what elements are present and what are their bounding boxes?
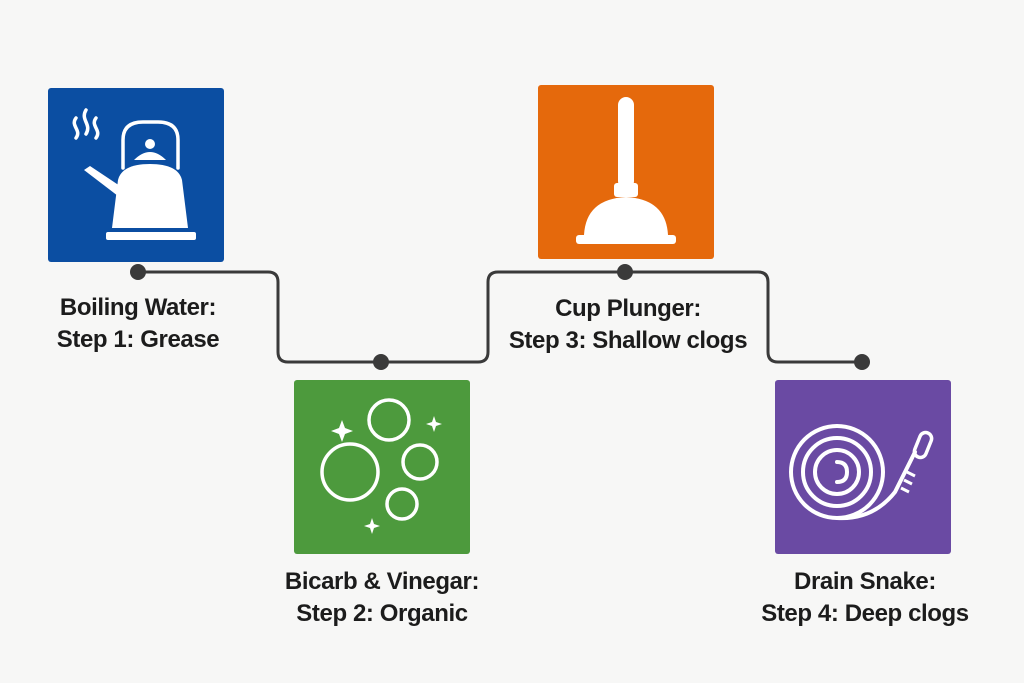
step-1-subtitle: Step 1: Grease [56, 326, 220, 353]
step-4-title: Drain Snake: [794, 568, 936, 595]
connector-node-4 [854, 354, 870, 370]
bubbles-icon [320, 398, 442, 534]
connector-node-3 [617, 264, 633, 280]
step-3-subtitle: Step 3: Shallow clogs [508, 327, 748, 354]
plunger-icon [576, 97, 676, 244]
step-2-label: Bicarb & Vinegar: Step 2: Organic [232, 566, 532, 630]
step-4-label: Drain Snake: Step 4: Deep clogs [715, 566, 1015, 630]
step-2-subtitle: Step 2: Organic [296, 600, 468, 627]
drain-snake-icon [789, 424, 934, 521]
step-3-title: Cup Plunger: [555, 295, 701, 322]
step-1-label: Boiling Water: Step 1: Grease [0, 292, 288, 356]
step-2-tile [294, 380, 470, 554]
step-4-tile [775, 380, 951, 554]
step-1-tile [48, 88, 224, 262]
connector-path [138, 270, 862, 364]
connector-node-1 [130, 264, 146, 280]
step-2-title: Bicarb & Vinegar: [284, 568, 480, 595]
kettle-icon [72, 108, 196, 240]
step-3-tile [538, 85, 714, 259]
step-3-label: Cup Plunger: Step 3: Shallow clogs [478, 293, 778, 357]
connector-node-2 [373, 354, 389, 370]
step-1-title: Boiling Water: [59, 294, 217, 321]
step-4-subtitle: Step 4: Deep clogs [761, 600, 969, 627]
